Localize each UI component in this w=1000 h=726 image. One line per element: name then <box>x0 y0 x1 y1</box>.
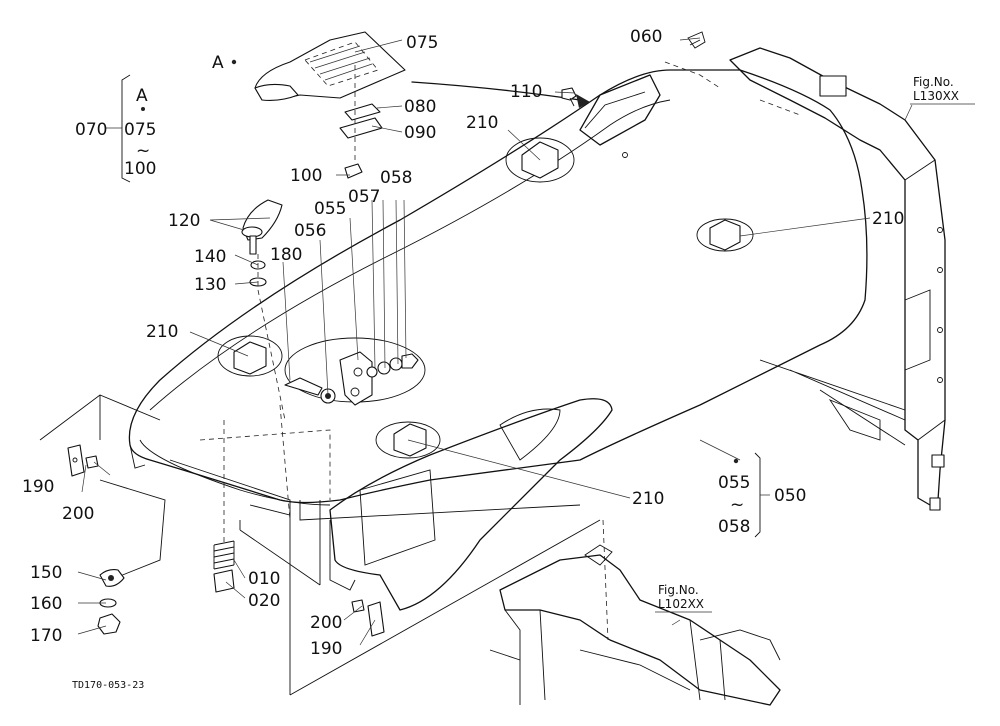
label-120: 120 <box>168 211 200 231</box>
spring-010-stopper-020 <box>213 420 235 593</box>
label-010: 010 <box>248 569 280 589</box>
group-070-tilde: ~ <box>136 141 150 161</box>
direction-arrow <box>411 81 581 101</box>
label-058: 058 <box>380 168 412 188</box>
clip-060 <box>687 31 706 49</box>
label-170: 170 <box>30 626 62 646</box>
group-050-bottom: 058 <box>718 517 750 537</box>
leader-lines <box>77 37 913 646</box>
label-130: 130 <box>194 275 226 295</box>
label-055: 055 <box>314 199 346 219</box>
label-190-right: 190 <box>310 639 342 659</box>
group-050-tilde: ~ <box>730 495 744 515</box>
fig-ref-top-line1: Fig.No. <box>913 75 954 89</box>
label-150: 150 <box>30 563 62 583</box>
latch-assembly <box>284 337 426 406</box>
label-200-left: 200 <box>62 504 94 524</box>
label-190-left: 190 <box>22 477 54 497</box>
group-070-mid: 075 <box>124 120 156 140</box>
dot-marker-a <box>231 59 237 65</box>
group-070-top: A <box>136 86 148 106</box>
view-marker-a: A <box>212 53 224 73</box>
label-060: 060 <box>630 27 662 47</box>
label-160: 160 <box>30 594 62 614</box>
screw-110 <box>561 87 577 107</box>
label-210-bottom: 210 <box>632 489 664 509</box>
cover-075 <box>254 31 406 101</box>
bracket-190-left <box>67 444 99 477</box>
fig-ref-bottom-line2: L102XX <box>658 597 704 611</box>
pad-210-left <box>217 335 283 377</box>
label-100: 100 <box>290 166 322 186</box>
label-210-right: 210 <box>872 209 904 229</box>
label-090: 090 <box>404 123 436 143</box>
label-140: 140 <box>194 247 226 267</box>
label-075: 075 <box>406 33 438 53</box>
fig-ref-bottom-line1: Fig.No. <box>658 583 699 597</box>
support-frame <box>729 47 946 511</box>
label-210-top: 210 <box>466 113 498 133</box>
bracket-190-right <box>351 599 385 637</box>
group-070-number: 070 <box>75 120 107 140</box>
label-110: 110 <box>510 82 542 102</box>
group-050-number: 050 <box>774 486 806 506</box>
label-210-left: 210 <box>146 322 178 342</box>
diagram-code: TD170-053-23 <box>72 680 144 691</box>
pad-210-right <box>696 218 754 252</box>
group-050-top: 055 <box>718 473 750 493</box>
group-070-bottom: 100 <box>124 159 156 179</box>
label-180: 180 <box>270 245 302 265</box>
hood-body <box>128 61 868 611</box>
frame-bracket <box>819 75 847 97</box>
bracket-070 <box>121 74 131 183</box>
label-080: 080 <box>404 97 436 117</box>
label-020: 020 <box>248 591 280 611</box>
lower-frame <box>489 544 781 706</box>
fig-ref-top-line2: L130XX <box>913 89 959 103</box>
pad-210-bottom <box>375 421 441 459</box>
latch-150-160-170 <box>97 569 125 635</box>
parts-080-090-100 <box>339 65 383 179</box>
label-056: 056 <box>294 221 326 241</box>
label-200-right: 200 <box>310 613 342 633</box>
label-057: 057 <box>348 187 380 207</box>
handle-120 <box>241 199 286 421</box>
bracket-050 <box>754 452 761 538</box>
